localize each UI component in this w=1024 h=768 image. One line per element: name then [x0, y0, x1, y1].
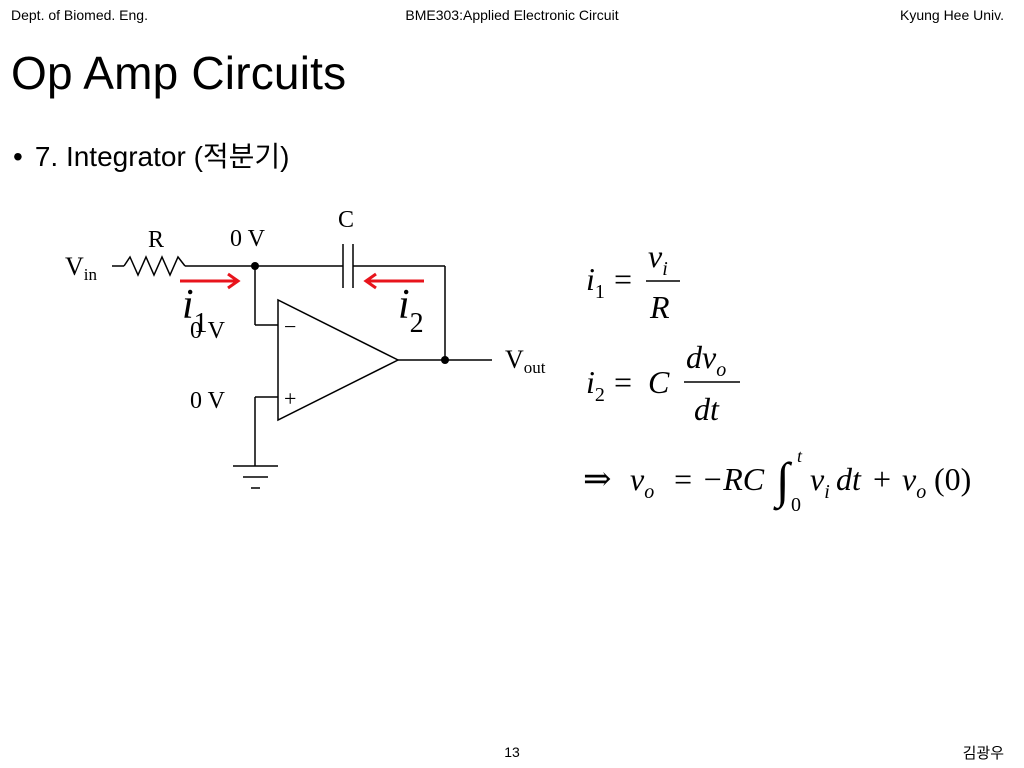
author-name: 김광우: [962, 744, 1004, 762]
eq1-denominator: R: [649, 289, 670, 325]
current-arrow-i2: [363, 272, 424, 290]
op-amp-triangle: [277, 298, 400, 422]
header-department: Dept. of Biomed. Eng.: [11, 7, 148, 23]
label-r: R: [148, 227, 164, 253]
bullet-text: 7. Integrator (적분기): [34, 141, 290, 172]
eq3-plus: +: [873, 461, 891, 497]
eq2-lhs: i2: [586, 364, 605, 406]
eq3-implies-arrow: ⇒: [583, 461, 612, 498]
header-university: Kyung Hee Univ.: [899, 7, 1004, 23]
eq2-numerator: dvo: [686, 339, 726, 381]
label-c: C: [338, 207, 354, 233]
current-arrow-i1: [180, 272, 241, 290]
label-i1: i1: [182, 282, 208, 339]
eq2-coefficient: C: [648, 364, 670, 400]
eq3-integral-lower: 0: [791, 494, 801, 516]
eq3-vo: vo: [630, 461, 654, 503]
label-minus: −: [284, 314, 296, 339]
label-plus: +: [284, 386, 296, 411]
page-number: 13: [504, 744, 520, 760]
eq1-equals: =: [614, 261, 632, 297]
integrator-circuit-diagram: Vin R 0 V C 0 V 0 V − + Vout i1 i2: [65, 207, 546, 489]
label-vout: Vout: [505, 345, 546, 377]
eq3-vo-initial: vo: [902, 461, 926, 503]
label-i2: i2: [398, 282, 424, 339]
eq3-integral-sign: ∫: [773, 452, 793, 511]
resistor-r: [123, 255, 186, 277]
bullet-item: • 7. Integrator (적분기): [13, 135, 290, 175]
eq1-lhs: i1: [586, 261, 605, 303]
eq3-initial-condition: (0): [934, 461, 971, 497]
slide-title: Op Amp Circuits: [11, 47, 347, 99]
eq3-equals-neg-rc: = −RC: [672, 461, 765, 497]
eq2-equals: =: [614, 364, 632, 400]
eq3-integrand: vi: [810, 461, 830, 503]
label-vin: Vin: [65, 252, 98, 284]
integrator-equations: i1 = vi R i2 = C dvo dt ⇒ vo = −RC ∫ t 0…: [583, 238, 971, 516]
eq3-dt: dt: [836, 461, 862, 497]
label-inverting-voltage: 0 V: [190, 318, 226, 344]
label-node-top-voltage: 0 V: [230, 226, 266, 252]
eq1-numerator: vi: [648, 238, 668, 280]
junction-node-output: [441, 356, 449, 364]
eq3-integral-upper: t: [797, 446, 803, 466]
bullet-dot: •: [13, 141, 23, 172]
header-course: BME303:Applied Electronic Circuit: [405, 7, 619, 23]
label-noninverting-voltage: 0 V: [190, 388, 226, 414]
eq2-denominator: dt: [694, 391, 720, 427]
junction-node-top: [251, 262, 259, 270]
